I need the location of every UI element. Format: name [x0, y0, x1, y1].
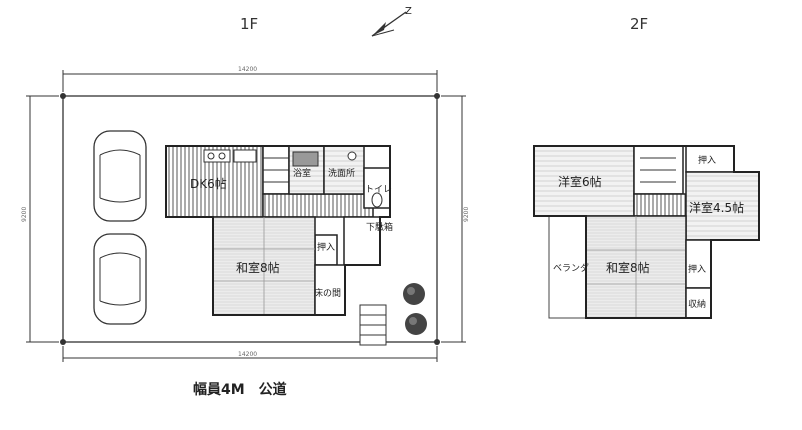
dimension-bottom: 14200 — [238, 351, 257, 358]
room-label-washroom: 洗面所 — [328, 167, 355, 179]
dimension-left: 9200 — [21, 207, 28, 222]
dimension-top: 14200 — [238, 66, 257, 73]
room-label-veranda: ベランダ — [553, 262, 589, 274]
second-floor-plan — [533, 145, 760, 319]
room-label-closet-top: 押入 — [698, 154, 716, 166]
first-floor-plan — [165, 145, 391, 346]
room-label-storage-2f: 収納 — [688, 298, 706, 310]
room-label-closet: 押入 — [317, 241, 335, 253]
washroom — [323, 145, 365, 195]
veranda — [548, 215, 587, 319]
room-label-western6: 洋室6帖 — [558, 174, 602, 189]
closet-2f-right — [685, 239, 712, 289]
western-room-6 — [533, 145, 635, 217]
storage-2f — [685, 287, 712, 319]
tree-icon — [405, 313, 427, 335]
floor-label-1f: 1F — [240, 15, 258, 33]
site-boundary — [26, 70, 466, 362]
floor-label-2f: 2F — [630, 15, 648, 33]
car-icon — [93, 233, 147, 325]
entrance — [343, 216, 381, 266]
room-label-storage: 下駄箱 — [366, 221, 393, 233]
road-label: 幅員4M 公道 — [193, 381, 287, 398]
svg-text:Z: Z — [405, 6, 412, 17]
room-label-washitsu: 和室8帖 — [236, 260, 280, 275]
north-arrow-icon: Z — [371, 6, 412, 37]
room-label-western45: 洋室4.5帖 — [689, 200, 744, 215]
room-label-closet-right: 押入 — [688, 263, 706, 275]
room-label-toilet: トイレ — [365, 185, 392, 195]
room-label-tokonoma: 床の間 — [314, 287, 341, 299]
room-label-washitsu-2f: 和室8帖 — [606, 260, 650, 275]
dimension-right: 9200 — [463, 207, 470, 222]
room-label-dk: DK6帖 — [190, 176, 227, 191]
car-icon — [93, 130, 147, 222]
tree-icon — [403, 283, 425, 305]
room-label-bath: 浴室 — [293, 167, 311, 179]
